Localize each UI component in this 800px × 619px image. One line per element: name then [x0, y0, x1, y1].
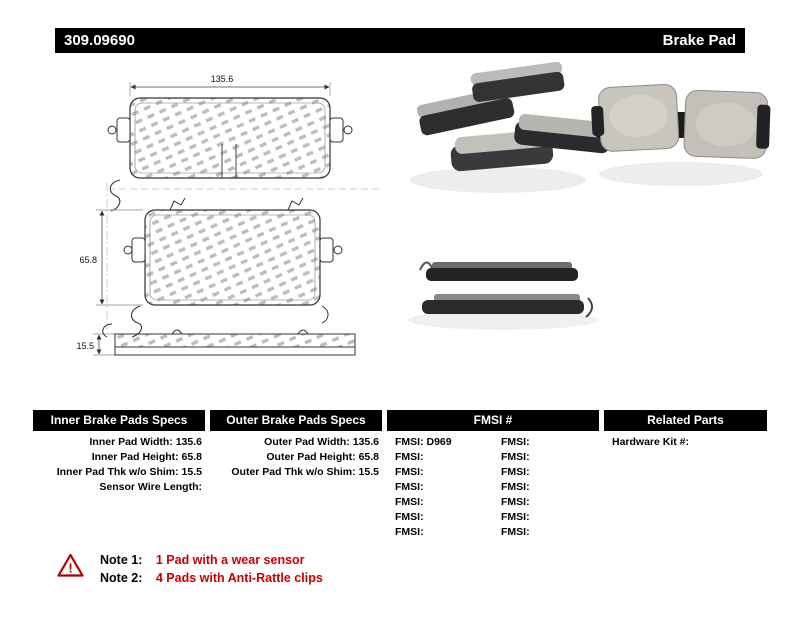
fmsi-cell: FMSI: D969 [395, 436, 452, 448]
product-photos [398, 58, 773, 400]
spec-header-inner: Inner Brake Pads Specs [33, 410, 205, 431]
fmsi-cell: FMSI: [501, 511, 530, 523]
fmsi-cell: FMSI: [501, 451, 530, 463]
fmsi-cell: FMSI: [395, 511, 424, 523]
outer-pad-thickness: Outer Pad Thk w/o Shim: 15.5 [231, 466, 379, 478]
fmsi-cell: FMSI: [501, 496, 530, 508]
product-photo-canvas [408, 61, 771, 330]
hardware-kit: Hardware Kit #: [612, 436, 690, 448]
pad-front-view [107, 97, 353, 179]
svg-text:!: ! [68, 561, 72, 576]
pad-assembled-view [123, 197, 343, 338]
spec-col-fmsi: FMSI # FMSI: D969 FMSI: FMSI: FMSI: FMSI… [387, 410, 599, 540]
inner-pad-thickness: Inner Pad Thk w/o Shim: 15.5 [56, 466, 202, 478]
fmsi-cell: FMSI: [501, 436, 530, 448]
fmsi-cell: FMSI: [395, 451, 424, 463]
spec-header-related: Related Parts [604, 410, 767, 431]
inner-pad-height: Inner Pad Height: 65.8 [91, 451, 202, 463]
wear-sensor-drawing [109, 179, 121, 212]
note-2-text: 4 Pads with Anti-Rattle clips [155, 571, 323, 585]
fmsi-cell: FMSI: [395, 481, 424, 493]
sensor-wire-length: Sensor Wire Length: [99, 481, 202, 493]
spec-col-inner: Inner Brake Pads Specs Inner Pad Width: … [33, 410, 205, 540]
outer-pad-width: Outer Pad Width: 135.6 [264, 436, 379, 448]
note-2-label: Note 2: [100, 571, 143, 585]
outer-pad-height: Outer Pad Height: 65.8 [266, 451, 379, 463]
part-number: 309.09690 [64, 32, 135, 49]
fmsi-left-column: FMSI: D969 FMSI: FMSI: FMSI: FMSI: FMSI:… [387, 435, 493, 540]
brake-pad-diagram: 135.6 65.8 [76, 74, 382, 356]
spec-header-fmsi: FMSI # [387, 410, 599, 431]
note-1: Note 1: 1 Pad with a wear sensor [100, 551, 323, 569]
fmsi-cell: FMSI: [395, 466, 424, 478]
photo-pad-pair [591, 84, 771, 186]
dim-thickness-label: 15.5 [76, 341, 94, 351]
dim-width-label: 135.6 [211, 74, 234, 84]
fmsi-cell: FMSI: [501, 481, 530, 493]
notes-section: ! Note 1: 1 Pad with a wear sensor Note … [57, 551, 323, 587]
fmsi-cell: FMSI: [501, 526, 530, 538]
header-bar: 309.09690 Brake Pad [55, 28, 745, 53]
spec-header-outer: Outer Brake Pads Specs [210, 410, 382, 431]
note-2: Note 2: 4 Pads with Anti-Rattle clips [100, 569, 323, 587]
dim-height-label: 65.8 [79, 255, 97, 265]
fmsi-cell: FMSI: [501, 466, 530, 478]
warning-icon: ! [57, 553, 84, 577]
product-title: Brake Pad [662, 32, 736, 49]
spec-col-outer: Outer Brake Pads Specs Outer Pad Width: … [210, 410, 382, 540]
fmsi-cell: FMSI: [395, 526, 424, 538]
inner-pad-width: Inner Pad Width: 135.6 [89, 436, 202, 448]
photo-pad-edge-views [408, 261, 598, 330]
note-1-label: Note 1: [100, 553, 143, 567]
spec-table: Inner Brake Pads Specs Inner Pad Width: … [33, 410, 767, 540]
spec-col-related: Related Parts Hardware Kit #: [604, 410, 767, 540]
fmsi-right-column: FMSI: FMSI: FMSI: FMSI: FMSI: FMSI: FMSI… [493, 435, 599, 540]
pad-edge-view [102, 323, 356, 356]
photo-pad-set [410, 61, 611, 193]
technical-drawing: 135.6 65.8 [50, 58, 395, 400]
note-1-text: 1 Pad with a wear sensor [155, 553, 305, 567]
fmsi-cell: FMSI: [395, 496, 424, 508]
